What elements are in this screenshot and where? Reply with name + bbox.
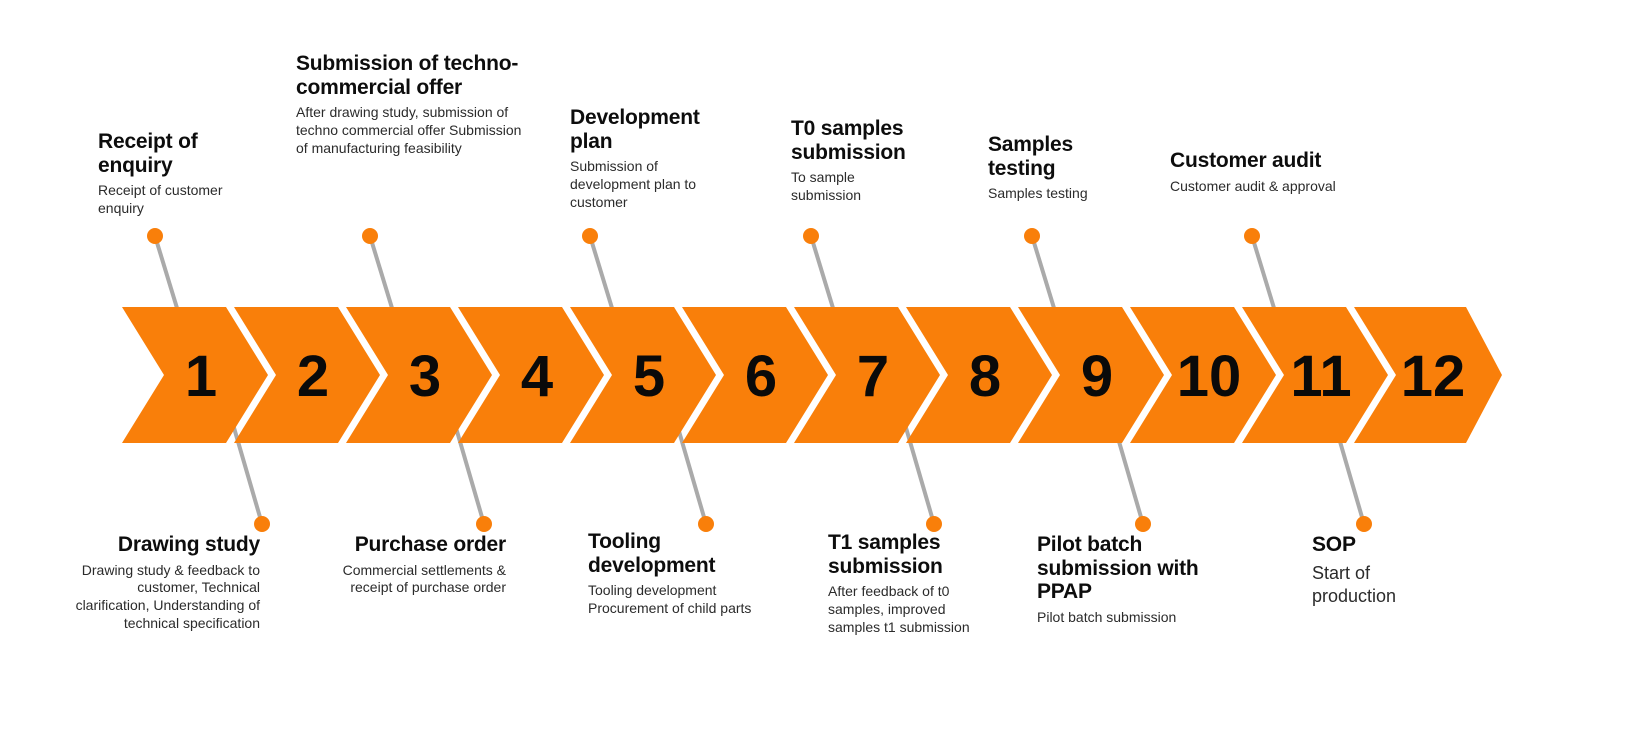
step-description-11: Customer audit & approval xyxy=(1170,177,1336,194)
step-title-2: Drawing study xyxy=(117,533,260,556)
step-number-11: 11 xyxy=(1290,344,1351,409)
connector-dot-5 xyxy=(582,228,598,244)
step-title-9: Samples testing xyxy=(988,133,1073,180)
step-title-1: Receipt of enquiry xyxy=(98,130,198,177)
chevron-step-10[interactable] xyxy=(1130,307,1276,443)
step-number-10: 10 xyxy=(1177,344,1242,409)
connector-dots xyxy=(147,228,1372,532)
chevron-step-5[interactable] xyxy=(570,307,716,443)
connector-dot-9 xyxy=(1024,228,1040,244)
connector-dot-6 xyxy=(698,516,714,532)
step-title-6: Tooling development xyxy=(588,530,716,577)
step-description-10: Pilot batch submission xyxy=(1037,608,1177,625)
chevron-step-3[interactable] xyxy=(346,307,492,443)
chevron-step-11[interactable] xyxy=(1242,307,1388,443)
step-title-11: Customer audit xyxy=(1170,149,1322,172)
connector-dot-1 xyxy=(147,228,163,244)
step-number-12: 12 xyxy=(1401,344,1466,409)
chevron-step-6[interactable] xyxy=(682,307,828,443)
step-description-5: Submission of development plan to custom… xyxy=(570,158,697,210)
step-title-5: Development plan xyxy=(570,106,700,153)
chevron-step-12[interactable] xyxy=(1354,307,1502,443)
step-label-7: T0 samples submission To sample submissio… xyxy=(791,117,926,205)
step-number-4: 4 xyxy=(521,344,553,409)
step-title-12: SOP xyxy=(1312,533,1356,556)
step-title-8: T1 samples submission xyxy=(828,531,943,578)
chevron-shapes xyxy=(122,307,1502,443)
step-description-3: After drawing study, submission of techn… xyxy=(296,104,522,156)
step-number-6: 6 xyxy=(745,344,777,409)
step-description-8: After feedback of t0 samples, improved s… xyxy=(828,583,970,635)
step-description-9: Samples testing xyxy=(988,185,1088,202)
chevron-step-9[interactable] xyxy=(1018,307,1164,443)
chevron-step-4[interactable] xyxy=(458,307,604,443)
connector-dot-12 xyxy=(1356,516,1372,532)
chevron-step-8[interactable] xyxy=(906,307,1052,443)
step-number-8: 8 xyxy=(969,344,1001,409)
step-label-10: Pilot batch submission with PPAP Pilot ba… xyxy=(1037,533,1212,626)
step-description-6: Tooling development Procurement of child… xyxy=(588,582,752,616)
step-number-3: 3 xyxy=(409,344,441,409)
step-description-4: Commercial settlements & receipt of purc… xyxy=(342,561,506,596)
connector-dot-7 xyxy=(803,228,819,244)
chevron-step-7[interactable] xyxy=(794,307,940,443)
step-number-1: 1 xyxy=(185,344,217,409)
step-number-5: 5 xyxy=(633,344,665,409)
connector-dot-10 xyxy=(1135,516,1151,532)
step-number-7: 7 xyxy=(857,344,889,409)
step-title-4: Purchase order xyxy=(354,533,506,556)
step-description-7: To sample submission xyxy=(791,169,862,203)
chevron-step-2[interactable] xyxy=(234,307,380,443)
connector-dot-8 xyxy=(926,516,942,532)
step-description-2: Drawing study & feedback to customer, Te… xyxy=(75,561,260,632)
connector-dot-4 xyxy=(476,516,492,532)
connector-dot-11 xyxy=(1244,228,1260,244)
step-title-10: Pilot batch submission with PPAP xyxy=(1037,533,1199,604)
step-number-9: 9 xyxy=(1081,344,1113,409)
step-description-1: Receipt of customer enquiry xyxy=(98,182,223,216)
step-number-2: 2 xyxy=(297,344,329,409)
step-title-7: T0 samples submission xyxy=(791,117,906,164)
step-description-12: Start of production xyxy=(1312,562,1397,606)
step-title-3: Submission of techno-commercial offer xyxy=(296,52,519,99)
connector-dot-2 xyxy=(254,516,270,532)
connector-dot-3 xyxy=(362,228,378,244)
chevron-step-1[interactable] xyxy=(122,307,268,443)
step-label-12: SOP Start of production xyxy=(1312,533,1452,608)
